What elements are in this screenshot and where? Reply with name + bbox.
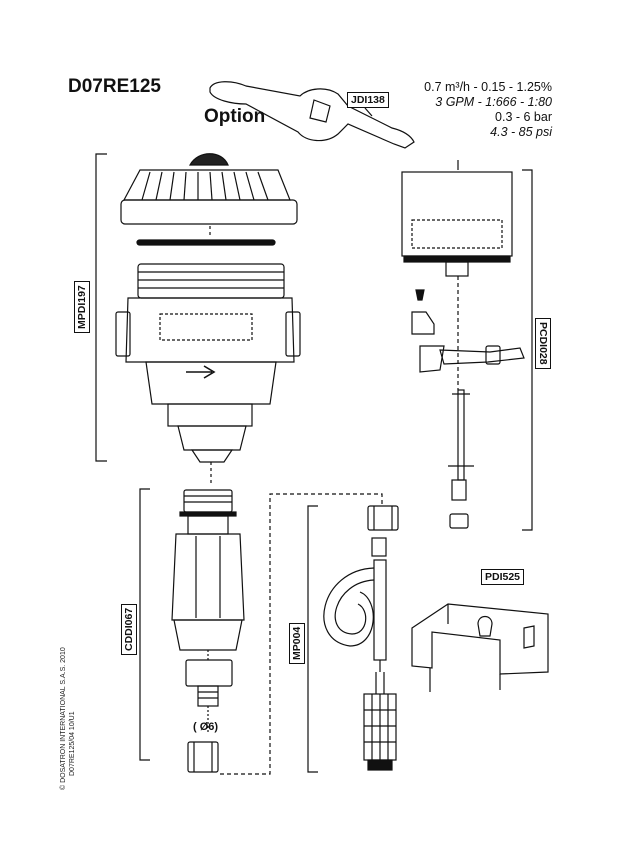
option-label: Option [204,106,266,127]
tag-check-valve: CDDI067 [121,603,137,655]
injector-drawing [401,160,525,529]
suction-kit-drawing [323,505,399,771]
injector-bracket-line [522,169,533,531]
suction-kit-bracket-line [307,505,318,773]
tag-bracket: PDI525 [481,569,525,585]
check-valve-bracket-line [139,488,150,761]
tag-suction-kit: MP004 [289,622,305,664]
check-valve-drawing [171,489,245,773]
spec-pressure-bar: 0.3 - 6 bar [495,110,552,124]
tag-wrench: JDI138 [347,92,389,108]
spec-flow-ratio: 0.7 m³/h - 0.15 - 1.25% [424,80,552,94]
dashed-connection-line [220,493,383,775]
tag-pump-body: MPDI197 [74,281,90,333]
spec-gpm-ratio: 3 GPM - 1:666 - 1:80 [435,95,552,109]
pump-body-drawing [115,263,301,484]
tag-injector: PCDI028 [535,318,551,369]
document-reference: D07RE125/04 10/U1 [69,711,76,776]
wrench-drawing [209,81,415,149]
copyright-text: © DOSATRON INTERNATIONAL S.A.S. 2010 [60,647,67,790]
model-title: D07RE125 [68,76,161,97]
pump-body-bracket-line [95,153,107,462]
pump-cap-drawing [120,153,298,246]
diameter-label: ( Ø6) [193,721,219,733]
spec-pressure-psi: 4.3 - 85 psi [490,125,552,139]
bracket-drawing [411,603,549,692]
